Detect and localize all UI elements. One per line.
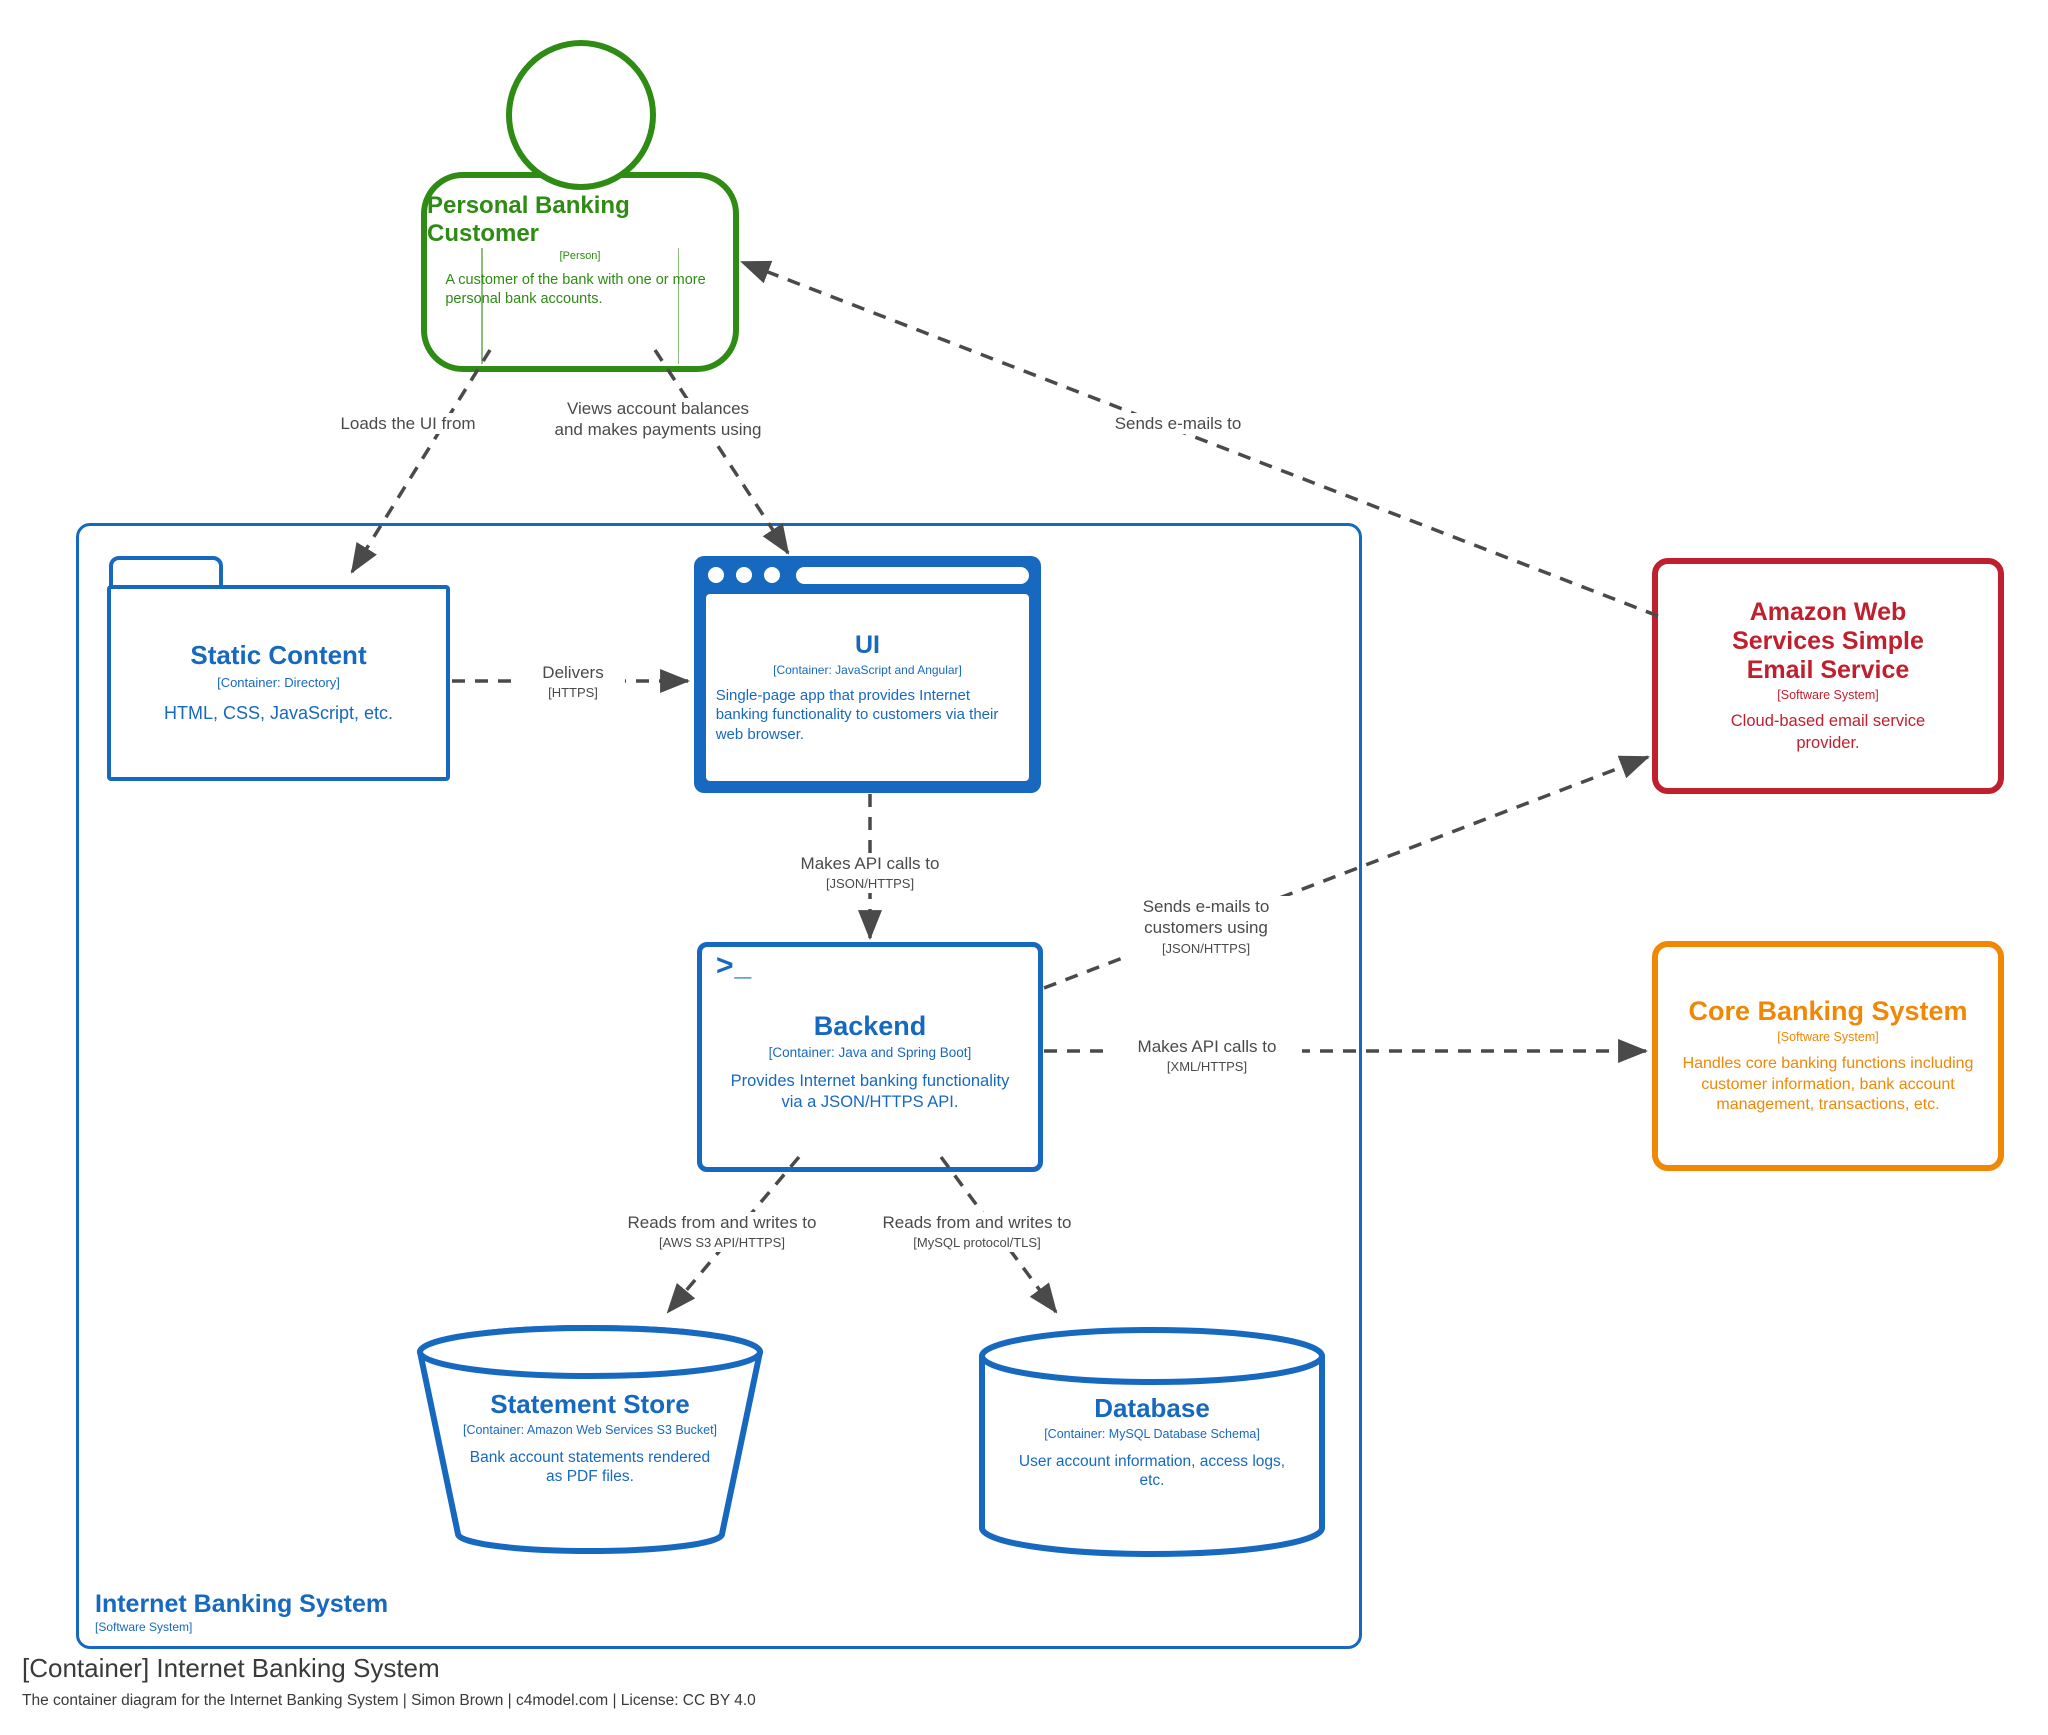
boundary-meta: [Software System] <box>95 1619 193 1634</box>
edge-label-text: Loads the UI from <box>340 414 476 433</box>
person-head-icon <box>506 40 656 190</box>
person-meta: [Person] <box>559 250 601 263</box>
boundary-title: Internet Banking System <box>95 1590 389 1619</box>
edge-protocol-text: [XML/HTTPS] <box>1166 1059 1248 1075</box>
database-cylinder-shape-icon <box>979 1327 1325 1557</box>
browser-dot-icon <box>764 567 780 583</box>
person-arm-line <box>481 248 483 364</box>
node-personal-banking-customer: Personal Banking Customer [Person] A cus… <box>421 172 739 372</box>
static-content-title: Static Content <box>190 640 367 671</box>
node-static-content: Static Content [Container: Directory] HT… <box>107 585 450 781</box>
person-title: Personal Banking Customer <box>427 192 630 247</box>
ses-meta: [Software System] <box>1777 687 1879 702</box>
edge-protocol-text: [JSON/HTTPS] <box>825 876 915 892</box>
core-banking-title: Core Banking System <box>1688 996 1968 1027</box>
database-meta: [Container: MySQL Database Schema] <box>1044 1426 1260 1441</box>
static-content-description: HTML, CSS, JavaScript, etc. <box>163 702 394 723</box>
core-banking-description: Handles core banking functions including… <box>1682 1055 1974 1114</box>
backend-description: Provides Internet banking functionality … <box>730 1071 1010 1111</box>
database-description: User account information, access logs, e… <box>1018 1452 1286 1490</box>
backend-meta: [Container: Java and Spring Boot] <box>768 1044 972 1060</box>
ui-content: UI [Container: JavaScript and Angular] S… <box>706 594 1029 781</box>
core-banking-meta: [Software System] <box>1777 1030 1879 1045</box>
edge-label-api-calls-core: Makes API calls to [XML/HTTPS] <box>1112 1036 1302 1076</box>
ui-meta: [Container: JavaScript and Angular] <box>773 663 962 677</box>
edge-protocol-text: [MySQL protocol/TLS] <box>913 1235 1041 1251</box>
edge-label-views-accounts: Views account balances and makes payment… <box>552 398 764 441</box>
ses-description: Cloud-based email service provider. <box>1730 712 1926 752</box>
person-description: A customer of the bank with one or more … <box>445 272 706 307</box>
boundary-label: Internet Banking System [Software System… <box>95 1590 388 1634</box>
edge-protocol-text: [AWS S3 API/HTTPS] <box>659 1235 785 1251</box>
s3-bucket-shape-icon <box>416 1325 764 1554</box>
edge-label-text: Reads from and writes to <box>882 1213 1072 1232</box>
edge-label-text: Sends e-mails to customers using <box>1142 897 1270 938</box>
ui-description: Single-page app that provides Internet b… <box>715 687 999 743</box>
node-amazon-ses: Amazon Web Services Simple Email Service… <box>1652 558 2004 794</box>
edge-label-text: Delivers <box>542 663 604 682</box>
edge-label-api-calls: Makes API calls to [JSON/HTTPS] <box>778 853 962 893</box>
diagram-subtitle: The container diagram for the Internet B… <box>22 1692 756 1709</box>
statement-store-description: Bank account statements rendered as PDF … <box>469 1448 711 1486</box>
edge-label-sends-emails: Sends e-mails to <box>1078 413 1278 435</box>
edge-label-text: Views account balances and makes payment… <box>554 399 762 440</box>
ses-title: Amazon Web Services Simple Email Service <box>1732 598 1924 684</box>
browser-dot-icon <box>708 567 724 583</box>
person-arm-line <box>677 248 679 364</box>
statement-store-title: Statement Store <box>490 1389 690 1419</box>
edge-label-text: Makes API calls to <box>1137 1037 1277 1056</box>
database-title: Database <box>1094 1393 1210 1423</box>
diagram-title: [Container] Internet Banking System <box>22 1653 440 1683</box>
edge-label-text: Reads from and writes to <box>627 1213 817 1232</box>
edge-protocol-text: [HTTPS] <box>548 685 598 701</box>
edge-label-reads-writes-s3: Reads from and writes to [AWS S3 API/HTT… <box>610 1212 834 1252</box>
edge-label-text: Sends e-mails to <box>1114 414 1242 433</box>
statement-store-content: Statement Store [Container: Amazon Web S… <box>416 1389 764 1487</box>
ui-title: UI <box>855 631 880 660</box>
edge-label-reads-writes-db: Reads from and writes to [MySQL protocol… <box>865 1212 1089 1252</box>
node-statement-store: Statement Store [Container: Amazon Web S… <box>416 1322 764 1572</box>
edge-label-loads-ui: Loads the UI from <box>300 413 516 435</box>
statement-store-meta: [Container: Amazon Web Services S3 Bucke… <box>462 1422 718 1437</box>
edge-label-sends-emails-customers: Sends e-mails to customers using [JSON/H… <box>1102 896 1310 957</box>
terminal-icon: >_ <box>716 949 753 982</box>
edge-protocol-text: [JSON/HTTPS] <box>1161 940 1251 956</box>
backend-title: Backend <box>813 1010 927 1041</box>
node-ui: UI [Container: JavaScript and Angular] S… <box>694 556 1041 793</box>
edge-label-delivers: Delivers [HTTPS] <box>521 662 625 702</box>
static-content-meta: [Container: Directory] <box>217 675 340 691</box>
browser-dot-icon <box>736 567 752 583</box>
node-database: Database [Container: MySQL Database Sche… <box>976 1322 1328 1572</box>
edge-label-text: Makes API calls to <box>800 854 940 873</box>
node-core-banking-system: Core Banking System [Software System] Ha… <box>1652 941 2004 1171</box>
database-content: Database [Container: MySQL Database Sche… <box>976 1393 1328 1491</box>
node-backend: >_ Backend [Container: Java and Spring B… <box>697 942 1043 1172</box>
browser-address-bar-icon <box>796 567 1029 584</box>
